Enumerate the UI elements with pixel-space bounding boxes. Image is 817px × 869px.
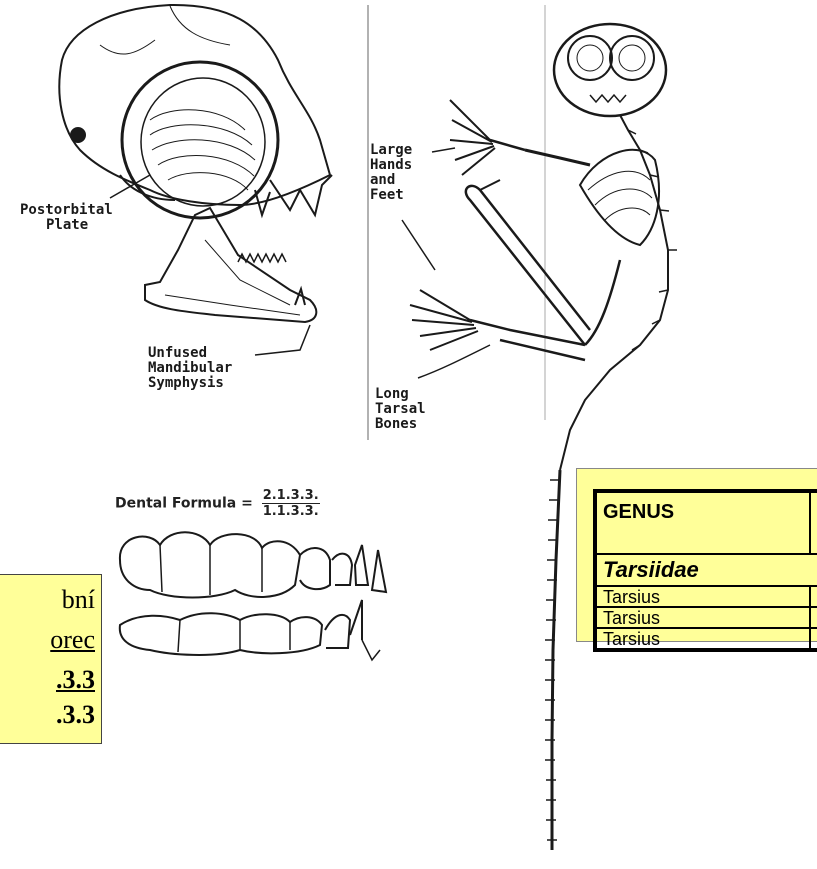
hands-line-3: and	[370, 173, 412, 188]
dental-formula-lower: 1.1.3.3.	[262, 504, 320, 519]
label-postorbital-plate: Postorbital Plate	[16, 203, 113, 233]
table-row: Tarsius s	[595, 628, 817, 650]
table-row: Tarsius s	[595, 607, 817, 628]
label-tarsal-bones: Long Tarsal Bones	[375, 387, 426, 432]
czech-dental-box: bní orec .3.3 .3.3	[0, 574, 102, 744]
label-mandibular-symphysis: Unfused Mandibular Symphysis	[148, 346, 232, 391]
genus-table-box: GENUS S Tarsiidae Tarsius b Tarsius s Ta…	[576, 468, 817, 642]
dental-formula: Dental Formula = 2.1.3.3. 1.1.3.3.	[115, 488, 320, 519]
mandibular-line-2: Mandibular	[148, 361, 232, 376]
dental-formula-upper: 2.1.3.3.	[262, 488, 320, 504]
hands-line-1: Large	[370, 143, 412, 158]
postorbital-line-1: Postorbital	[16, 203, 113, 218]
table-row: Tarsius b	[595, 586, 817, 607]
hands-line-4: Feet	[370, 188, 412, 203]
postorbital-line-2: Plate	[16, 218, 113, 233]
table-header-row: GENUS S	[595, 491, 817, 554]
genus-table: GENUS S Tarsiidae Tarsius b Tarsius s Ta…	[593, 489, 817, 652]
dental-formula-label: Dental Formula =	[115, 496, 253, 512]
family-name: Tarsiidae	[595, 554, 817, 586]
species-cell: s	[810, 607, 817, 628]
header-species: S	[810, 491, 817, 554]
species-cell: b	[810, 586, 817, 607]
hands-line-2: Hands	[370, 158, 412, 173]
czech-line-3: .3.3	[56, 665, 95, 695]
tarsal-line-3: Bones	[375, 417, 426, 432]
czech-line-4: .3.3	[56, 700, 95, 730]
dental-formula-fraction: 2.1.3.3. 1.1.3.3.	[262, 488, 320, 519]
genus-cell: Tarsius	[595, 607, 810, 628]
label-hands-feet: Large Hands and Feet	[370, 143, 412, 203]
genus-cell: Tarsius	[595, 586, 810, 607]
genus-cell: Tarsius	[595, 628, 810, 650]
tarsal-line-2: Tarsal	[375, 402, 426, 417]
mandibular-line-3: Symphysis	[148, 376, 232, 391]
table-family-row: Tarsiidae	[595, 554, 817, 586]
mandibular-line-1: Unfused	[148, 346, 232, 361]
tarsal-line-1: Long	[375, 387, 426, 402]
species-cell: s	[810, 628, 817, 650]
header-genus: GENUS	[595, 491, 810, 554]
czech-line-2: orec	[50, 625, 95, 655]
czech-line-1: bní	[62, 585, 95, 615]
